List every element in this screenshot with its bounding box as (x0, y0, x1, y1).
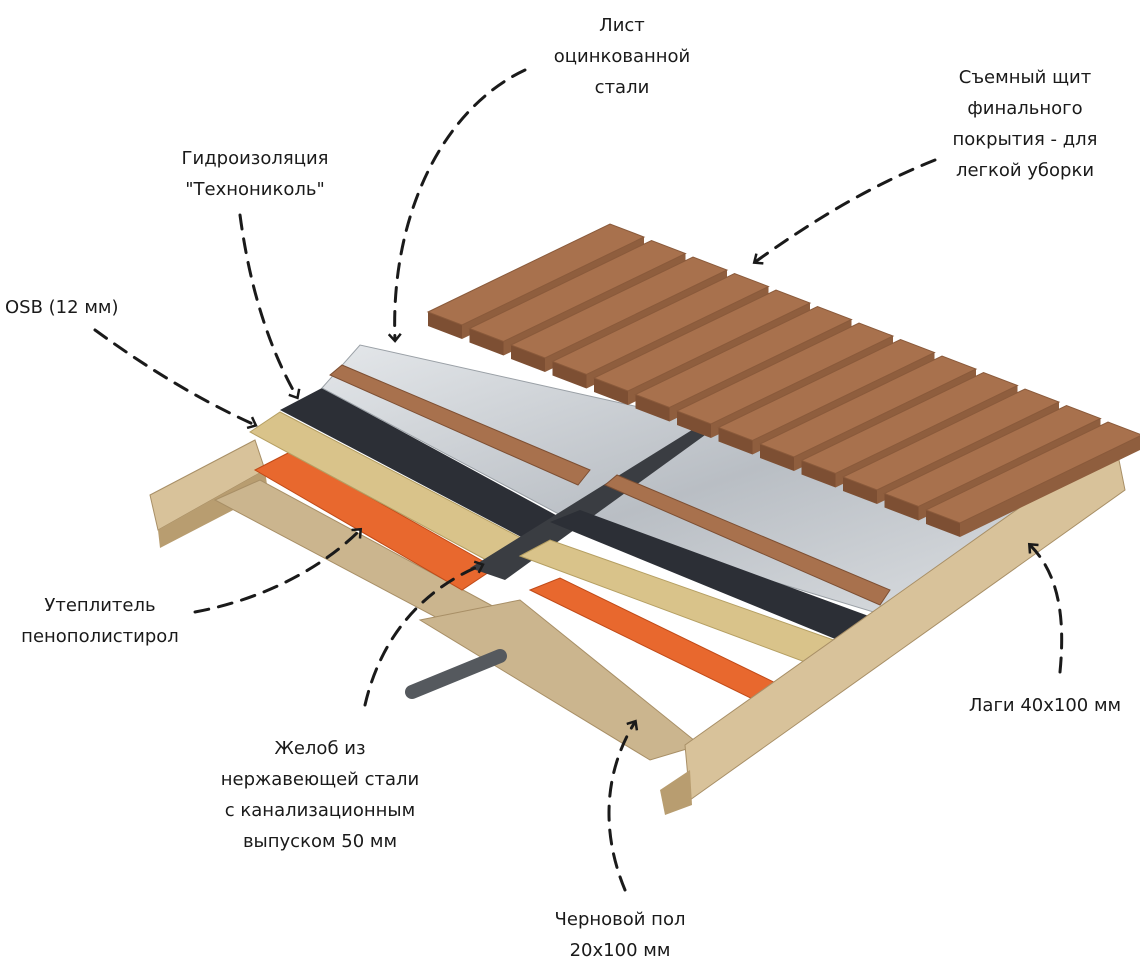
deck-board (634, 305, 853, 409)
arrow-subfloor (607, 719, 639, 892)
label-line: Черновой пол (554, 909, 686, 930)
label-line: Лист (599, 15, 645, 36)
deck-board (924, 421, 1140, 524)
deck-board (509, 256, 729, 359)
label-gutter: Желоб из нержавеющей стали с канализацио… (221, 733, 419, 857)
deck-board-end (926, 510, 960, 537)
label-line: финального (967, 98, 1083, 119)
label-line: "Технониколь" (185, 179, 325, 200)
label-line: оцинкованной (553, 46, 691, 67)
label-line: OSB (12 мм) (5, 297, 119, 318)
label-line: легкой уборки (955, 160, 1095, 181)
gutter-channel (470, 425, 712, 580)
removable-deck-shield (426, 223, 1140, 537)
deck-board (468, 239, 687, 343)
deck-board (592, 289, 812, 392)
label-line: 20х100 мм (569, 940, 671, 961)
deck-board (800, 371, 1019, 475)
deck-board-end (677, 411, 711, 438)
label-line: Утеплитель (44, 595, 156, 616)
right-membrane (550, 510, 885, 650)
label-line: Съемный щит (958, 67, 1092, 88)
deck-board-side (960, 435, 1140, 537)
deck-board (717, 338, 936, 442)
left-batten (329, 364, 591, 486)
label-line: стали (594, 77, 650, 98)
label-insulation: Утеплитель пенополистирол (21, 590, 179, 652)
label-removable-shield: Съемный щит финального покрытия - для ле… (952, 62, 1097, 186)
deck-board (426, 223, 646, 326)
deck-board-end (511, 345, 545, 372)
deck-board-end (718, 427, 753, 455)
deck-board-end (760, 444, 794, 471)
label-osb: OSB (12 мм) (5, 292, 119, 323)
deck-board-end (594, 378, 628, 405)
deck-board (758, 355, 978, 458)
deck-board-end (801, 460, 836, 488)
drain-pipe (405, 649, 507, 699)
arrow-shield (752, 158, 937, 265)
arrow-gutter (363, 560, 485, 707)
deck-board-end (635, 394, 670, 422)
label-subfloor: Черновой пол 20х100 мм (555, 904, 686, 966)
label-line: Желоб из (274, 738, 366, 759)
deck-board-end (552, 361, 587, 389)
deck-board (841, 388, 1061, 491)
arrow-steel (387, 68, 527, 343)
arrow-osb (93, 328, 258, 430)
right-batten (604, 474, 891, 606)
deck-board-end (884, 493, 919, 521)
deck-board (551, 272, 770, 376)
deck-board-end (843, 477, 877, 504)
right-lag (660, 439, 1126, 815)
label-lags: Лаги 40х100 мм (969, 690, 1121, 721)
label-line: покрытия - для (952, 129, 1098, 150)
label-line: с канализационным (224, 800, 416, 821)
deck-board-end (428, 312, 462, 339)
label-steel-sheet: Лист оцинкованной стали (554, 10, 691, 103)
arrow-insulation (193, 527, 363, 614)
label-line: выпуском 50 мм (242, 831, 398, 852)
arrow-lags (1027, 542, 1064, 674)
deck-board (883, 404, 1102, 508)
deck-board (675, 322, 895, 425)
label-line: Гидроизоляция (181, 148, 329, 169)
right-subfloor (418, 599, 702, 761)
label-waterproofing: Гидроизоляция "Технониколь" (182, 143, 329, 205)
label-line: пенополистирол (21, 626, 179, 647)
arrow-waterproofing (238, 213, 301, 400)
left-membrane (280, 388, 565, 540)
label-line: нержавеющей стали (220, 769, 420, 790)
label-line: Лаги 40х100 мм (968, 695, 1122, 716)
deck-board-end (469, 328, 504, 356)
